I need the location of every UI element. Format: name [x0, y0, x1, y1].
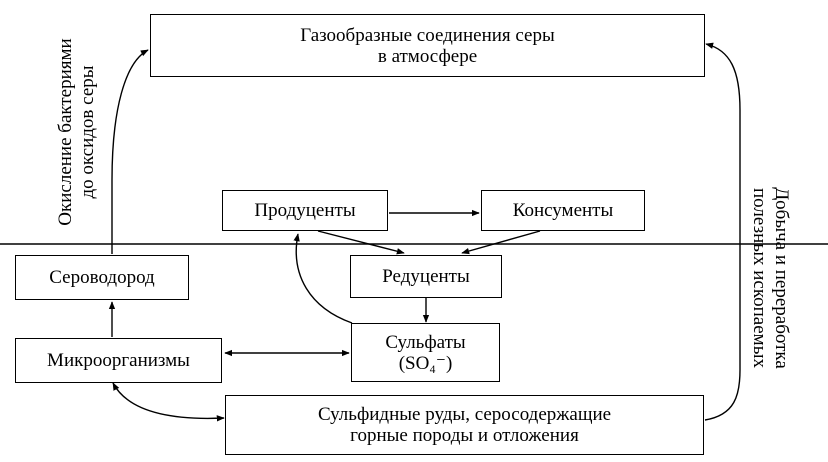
arrow-sulfates-to-producers [293, 233, 353, 324]
arrow-ores-to-atmosphere [704, 42, 741, 421]
label-mining-processing-line1: Добыча и переработка [771, 187, 792, 369]
arrow-microorganisms-ores [112, 382, 225, 422]
label-bacterial-oxidation-line2: до оксидов серы [77, 65, 98, 199]
node-producers: Продуценты [222, 190, 388, 231]
node-consumers: Консументы [481, 190, 645, 231]
node-producers-label: Продуценты [254, 200, 356, 221]
label-mining-processing-line2: полезных ископаемых [749, 188, 770, 368]
node-hydrogen-sulfide: Сероводород [15, 255, 189, 300]
label-bacterial-oxidation: Окисление бактериями до оксидов серы [55, 27, 99, 237]
node-microorganisms-label: Микроорганизмы [47, 350, 190, 371]
node-sulfates: Сульфаты (SO₄⁻) [351, 323, 500, 382]
node-hydrogen-sulfide-label: Сероводород [49, 267, 155, 288]
node-atmosphere-sulfur-gases: Газообразные соединения серы в атмосфере [150, 14, 705, 77]
node-sulfide-ores-line1: Сульфидные руды, серосодержащие [317, 404, 612, 425]
label-mining-processing: Добыча и переработка полезных ископаемых [748, 164, 792, 392]
node-atmosphere-line2: в атмосфере [377, 45, 478, 67]
label-bacterial-oxidation-line1: Окисление бактериями [55, 38, 76, 226]
arrow-producers-to-decomposers [317, 230, 405, 255]
node-microorganisms: Микроорганизмы [15, 338, 222, 383]
node-decomposers: Редуценты [350, 255, 502, 298]
arrow-hydrogen-sulfide-to-atmosphere [111, 49, 149, 254]
node-sulfide-ores: Сульфидные руды, серосодержащие горные п… [225, 395, 704, 455]
node-sulfates-line2: (SO₄⁻) [398, 352, 453, 374]
node-consumers-label: Консументы [512, 200, 614, 221]
node-sulfide-ores-line2: горные породы и отложения [350, 425, 579, 446]
node-decomposers-label: Редуценты [382, 266, 470, 287]
node-sulfates-line1: Сульфаты [385, 331, 466, 353]
arrow-consumers-to-decomposers [461, 230, 541, 255]
node-atmosphere-line1: Газообразные соединения серы [300, 24, 555, 46]
